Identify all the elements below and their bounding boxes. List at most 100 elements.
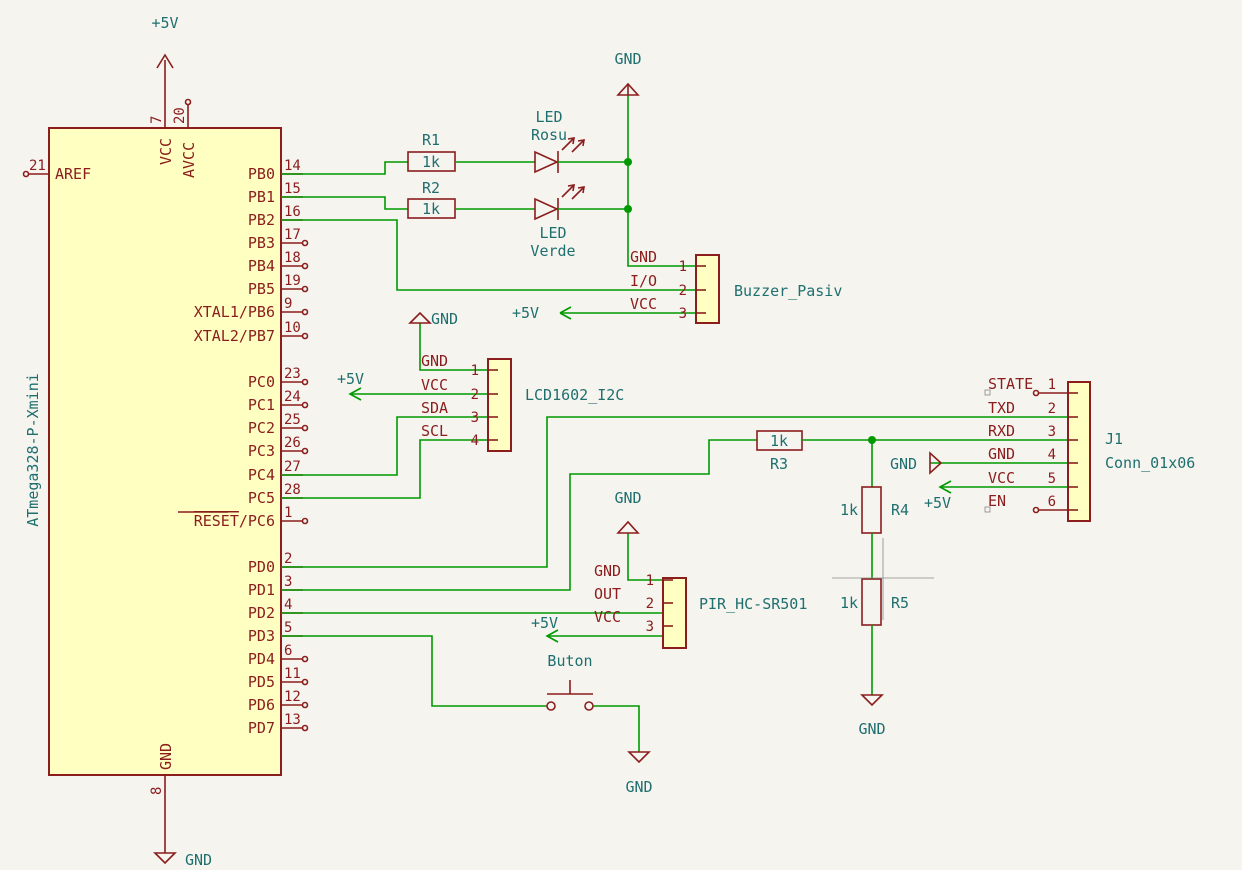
mcu-pin-num: 17 [284, 227, 301, 243]
r5-ref: R5 [891, 594, 909, 612]
mcu-pin-num: 15 [284, 181, 301, 197]
lcd-pin-name: VCC [421, 376, 448, 394]
r1-value: 1k [422, 153, 440, 171]
led-green-label-1: LED [539, 224, 566, 242]
wire-button-gnd [593, 705, 640, 752]
mcu-pin-num: 23 [284, 366, 301, 382]
r5-resistor[interactable] [861, 578, 882, 626]
wire-pir-gnd [627, 533, 663, 581]
led-green-label-2: Verde [530, 242, 575, 260]
mcu-pin-end [301, 262, 309, 270]
plus5v-label-top: +5V [151, 14, 178, 32]
mcu-pin-end [301, 285, 309, 293]
gnd-label-lcd: GND [431, 310, 458, 328]
mcu-atmega328[interactable]: ATmega328-P-Xmini +5V 7 VCC 20 AVCC 21 A… [22, 14, 309, 869]
led-green-icon[interactable] [534, 184, 585, 221]
mcu-pin-end [301, 332, 309, 340]
lcd-pin-num: 4 [471, 433, 479, 449]
bt-pin-name: STATE [988, 375, 1033, 393]
bt-pin-name: TXD [988, 399, 1015, 417]
pir-pin-name: OUT [594, 585, 621, 603]
plus5v-label-lcd: +5V [337, 370, 364, 388]
lcd-pin-num: 1 [471, 363, 479, 379]
mcu-pin-num: 26 [284, 435, 301, 451]
r1-ref: R1 [422, 131, 440, 149]
mcu-pin-name: XTAL2/PB7 [194, 327, 275, 345]
buzzer-pin-name: I/O [630, 272, 657, 290]
buzzer-pin-name: VCC [630, 295, 657, 313]
wire-pb2-buzzer [281, 219, 696, 291]
mcu-pin-num: 27 [284, 459, 301, 475]
wire-gnd-bus-led [627, 95, 696, 267]
bt-pin-name: VCC [988, 469, 1015, 487]
buzzer-pin-num: 2 [679, 283, 687, 299]
mcu-pin-name: PB5 [248, 280, 275, 298]
mcu-pin-end [301, 655, 309, 663]
led-section: 1k R1 1k R2 LED Rosu LED Verde [281, 50, 696, 267]
mcu-pin-num: 28 [284, 482, 301, 498]
bt-ref: J1 [1105, 430, 1123, 448]
junction-dot [624, 205, 632, 213]
mcu-pin-num: 4 [284, 597, 292, 613]
mcu-pin-name: XTAL1/PB6 [194, 303, 275, 321]
pir-pin-num: 2 [646, 596, 654, 612]
plus5v-label-pir: +5V [531, 614, 558, 632]
lcd-pin-name: GND [421, 352, 448, 370]
mcu-pin-end [301, 239, 309, 247]
mcu-pin-name-aref: AREF [55, 165, 91, 183]
pir-name: PIR_HC-SR501 [699, 595, 807, 613]
mcu-pin-num-aref: 21 [29, 158, 46, 174]
avcc-pin-end [184, 98, 192, 106]
mcu-pin-num: 14 [284, 158, 301, 174]
bt-pin-name: GND [988, 445, 1015, 463]
bt-connector[interactable]: 1k R3 1k R4 1k R5 GND GND +5V J1 Conn_01… [281, 375, 1195, 738]
button-contact [546, 701, 556, 711]
pushbutton[interactable]: Buton GND [281, 635, 653, 796]
gnd-symbol-lcd [408, 311, 432, 324]
bt-pin-name: EN [988, 492, 1006, 510]
no-connect-marker [984, 506, 991, 513]
mcu-pin-num: 10 [284, 320, 301, 336]
gnd-label-led: GND [614, 50, 641, 68]
buzzer-body [695, 254, 720, 324]
gnd-label-r5: GND [858, 720, 885, 738]
mcu-pin-name: PC5 [248, 489, 275, 507]
bt-pin-num: 4 [1048, 447, 1056, 463]
r4-value: 1k [840, 501, 858, 519]
mcu-pin-end [301, 678, 309, 686]
lcd-body [487, 358, 512, 452]
mcu-pin-num: 5 [284, 620, 292, 636]
mcu-pin-name: PD1 [248, 581, 275, 599]
bt-pin-end [1032, 389, 1040, 397]
mcu-pin-name-reset: RESET/PC6 [194, 512, 275, 530]
r2-ref: R2 [422, 179, 440, 197]
mcu-pin-end [301, 701, 309, 709]
wire-pd0-txd [281, 416, 1068, 568]
bt-pin-name: RXD [988, 422, 1015, 440]
mcu-pin-name: PD7 [248, 719, 275, 737]
bt-pin-num: 2 [1048, 401, 1056, 417]
mcu-body [48, 127, 282, 776]
mcu-pin-name-gnd: GND [157, 743, 175, 770]
buzzer-pin-num: 1 [679, 259, 687, 275]
pir-pin-name: VCC [594, 608, 621, 626]
mcu-pin-name: PB4 [248, 257, 275, 275]
mcu-pin-end [301, 447, 309, 455]
mcu-pin-name: PC4 [248, 466, 275, 484]
wire-pc4-sda [281, 416, 488, 476]
mcu-pin-num: 11 [284, 666, 301, 682]
mcu-pin-num: 1 [284, 505, 292, 521]
pir-body [662, 577, 687, 649]
bt-pin-num: 1 [1048, 377, 1056, 393]
mcu-pin-name: PD3 [248, 627, 275, 645]
mcu-pin-end [301, 424, 309, 432]
arrow-stub [559, 306, 572, 314]
r4-resistor[interactable] [861, 486, 882, 534]
wire-lcd-gnd [419, 323, 488, 371]
gnd-label-button: GND [625, 778, 652, 796]
wire-pd1-r3 [281, 439, 757, 591]
buzzer-pin-num: 3 [679, 306, 687, 322]
